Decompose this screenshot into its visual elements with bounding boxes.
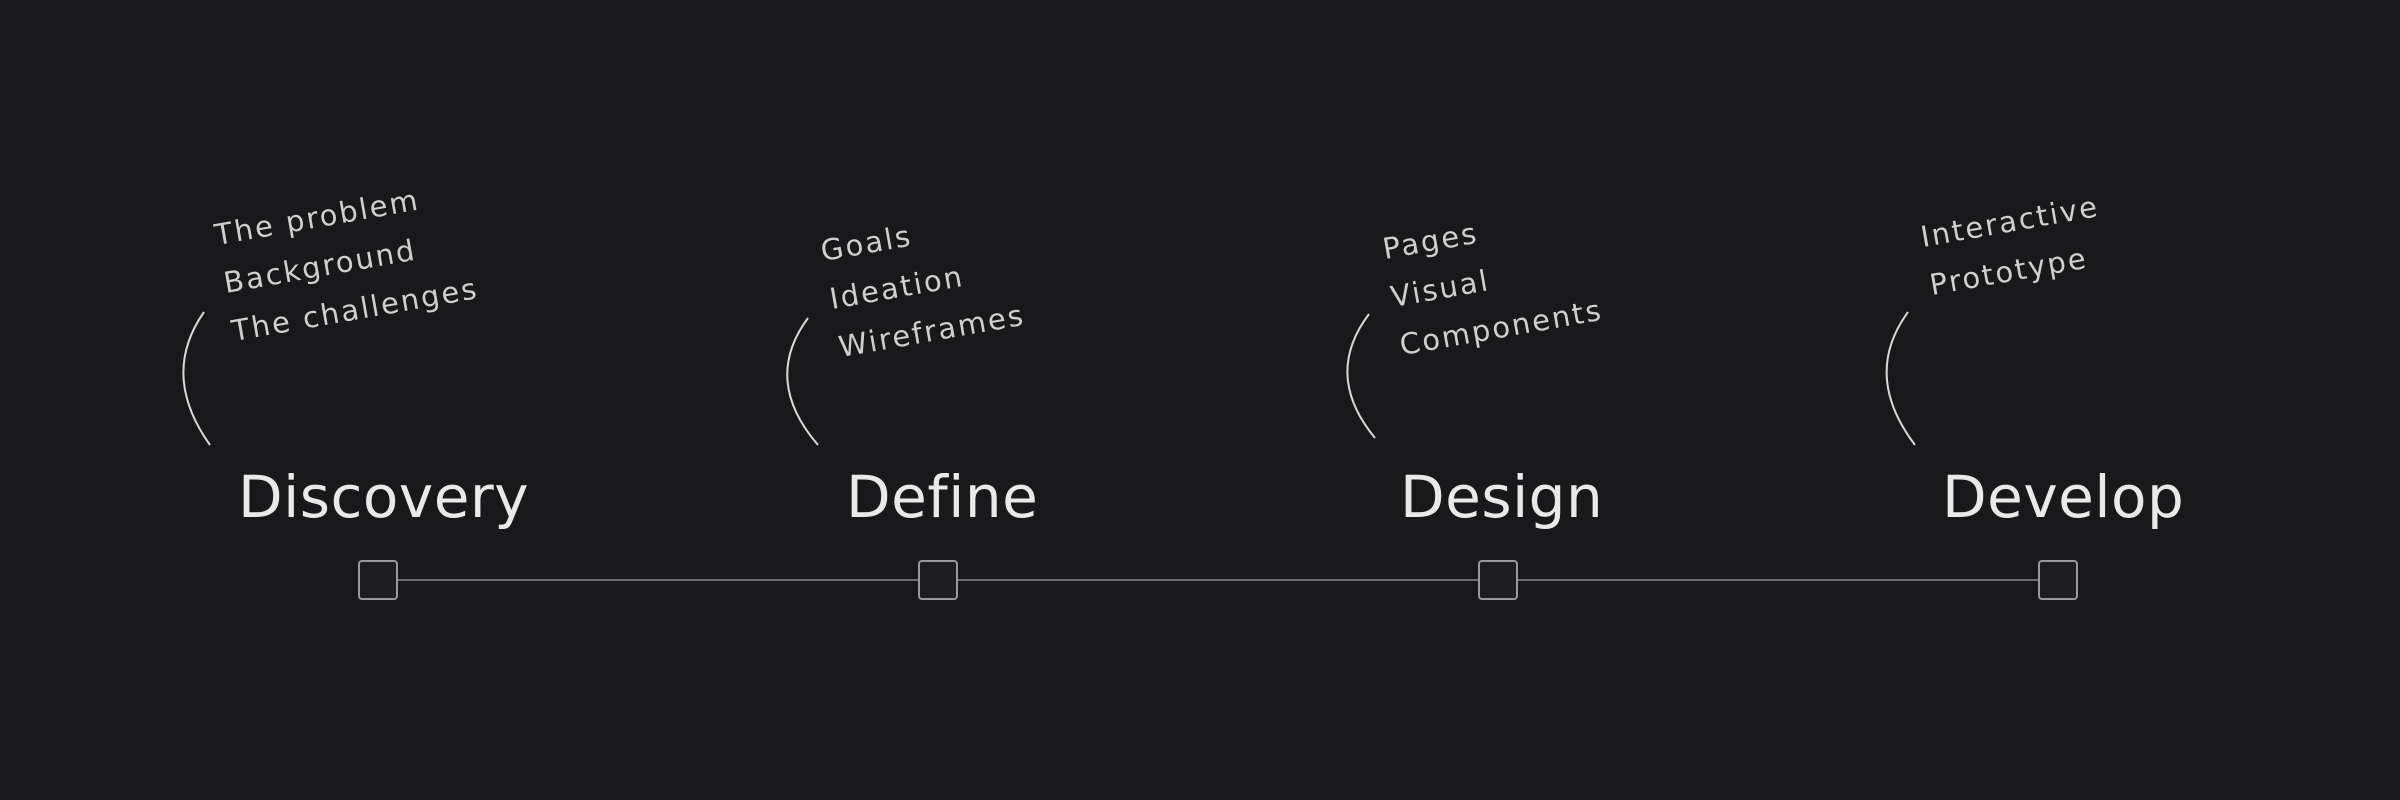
bracket-develop xyxy=(1885,311,1916,446)
stage-marker-develop xyxy=(2038,560,2078,600)
bracket-discovery xyxy=(182,311,211,446)
bracket-define xyxy=(786,317,819,446)
stage-marker-define xyxy=(918,560,958,600)
stage-marker-design xyxy=(1478,560,1518,600)
stage-marker-discovery xyxy=(358,560,398,600)
bracket-design xyxy=(1346,313,1376,439)
